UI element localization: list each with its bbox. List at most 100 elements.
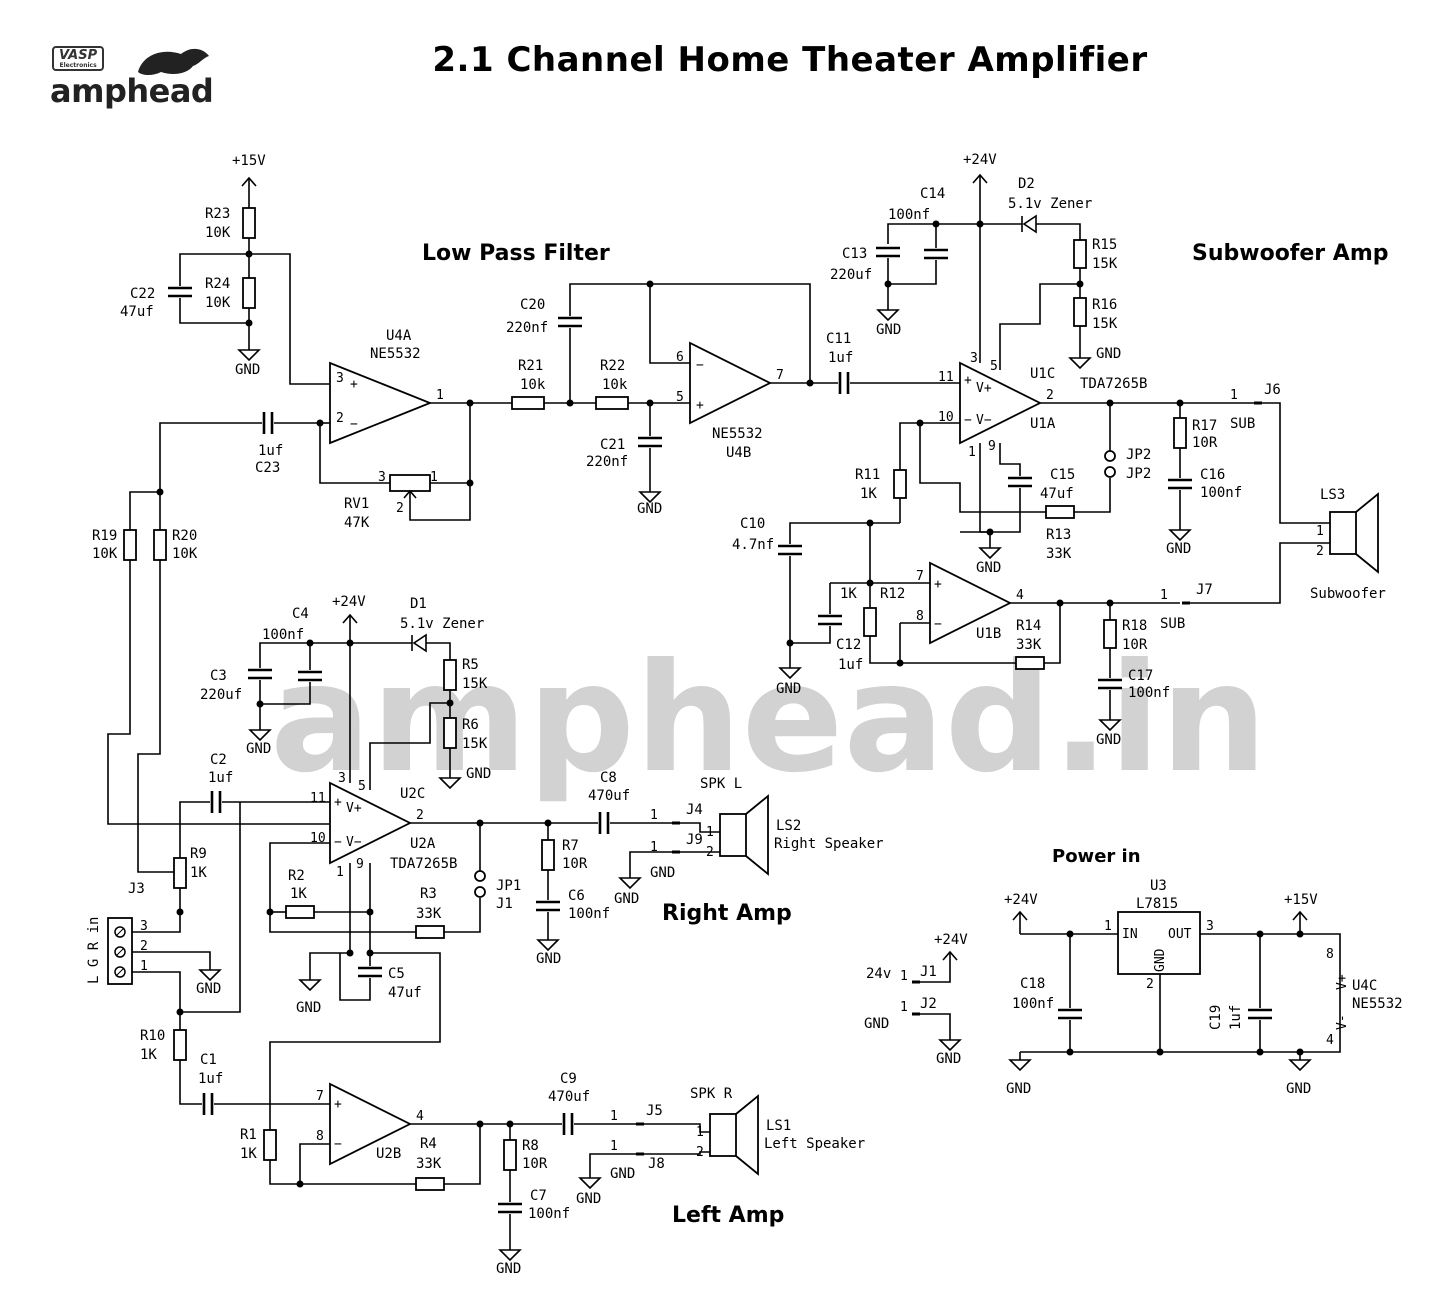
svg-text:L7815: L7815 [1136,896,1178,912]
svg-text:1K: 1K [290,886,307,902]
svg-text:+24V: +24V [934,932,968,948]
svg-text:NE5532: NE5532 [712,426,763,442]
jumper-jp2 [1104,466,1116,478]
svg-text:GND: GND [576,1191,601,1207]
svg-text:C14: C14 [920,186,945,202]
svg-text:5.1v Zener: 5.1v Zener [1008,196,1092,212]
svg-text:GND: GND [1153,948,1168,972]
resistor-r5 [443,659,457,691]
power-amp-u1a [959,361,1043,445]
svg-text:J5: J5 [646,1103,663,1119]
svg-text:J7: J7 [1196,582,1213,598]
rail-arrow-icon [241,177,257,201]
resistor-r7 [541,839,555,871]
svg-text:470uf: 470uf [588,788,630,804]
section-low-pass-filter: Low Pass Filter [422,241,610,266]
svg-text:U2A: U2A [410,836,436,852]
svg-text:C1: C1 [200,1052,217,1068]
svg-text:GND: GND [1166,541,1191,557]
svg-text:C22: C22 [130,286,155,302]
svg-text:GND: GND [976,560,1001,576]
svg-text:+: + [334,1097,342,1112]
svg-text:8: 8 [1326,947,1334,962]
svg-text:5: 5 [358,779,366,794]
svg-text:C15: C15 [1050,467,1075,483]
svg-text:100nf: 100nf [262,627,304,643]
svg-text:1: 1 [968,445,976,460]
svg-text:IN: IN [1122,927,1138,942]
svg-text:+24V: +24V [963,152,997,168]
svg-text:R17: R17 [1192,418,1217,434]
svg-text:7: 7 [916,569,924,584]
svg-text:U4A: U4A [386,328,412,344]
svg-text:JP2: JP2 [1126,447,1151,463]
svg-text:−: − [334,835,342,850]
svg-text:47uf: 47uf [388,985,422,1001]
svg-text:1: 1 [436,388,444,403]
svg-text:R23: R23 [205,206,230,222]
svg-text:10k: 10k [602,377,628,393]
svg-text:+: + [696,398,704,413]
svg-text:1uf: 1uf [1228,1005,1244,1030]
zener-diode-d2 [1022,214,1037,234]
svg-text:8: 8 [316,1129,324,1144]
potentiometer-rv1 [389,474,431,492]
resistor-r13 [1045,505,1075,519]
svg-text:7: 7 [316,1089,324,1104]
svg-text:10R: 10R [1122,637,1148,653]
svg-text:220uf: 220uf [200,687,242,703]
svg-text:Subwoofer: Subwoofer [1310,586,1386,602]
input-connector-j3: J3 321 L G R in GND [86,802,241,1030]
svg-text:33K: 33K [416,906,442,922]
svg-text:+24V: +24V [1004,892,1038,908]
svg-text:33K: 33K [1046,546,1072,562]
section-subwoofer-amp: Subwoofer Amp [1192,241,1389,266]
svg-text:R11: R11 [855,467,880,483]
svg-text:5: 5 [990,359,998,374]
svg-text:J4: J4 [686,802,703,818]
svg-text:C11: C11 [826,331,851,347]
svg-text:R3: R3 [420,886,437,902]
svg-text:RV1: RV1 [344,496,369,512]
svg-text:4.7nf: 4.7nf [732,537,774,553]
resistor-r17 [1173,417,1187,449]
svg-text:9: 9 [356,857,364,872]
svg-text:220nf: 220nf [586,454,628,470]
svg-text:GND: GND [650,865,675,881]
jumper-jp1 [474,886,486,898]
svg-text:C9: C9 [560,1071,577,1087]
power-amp-u2a [329,781,413,865]
svg-text:1: 1 [1316,524,1324,539]
logo-animal-icon [138,48,209,75]
svg-text:R21: R21 [518,358,543,374]
svg-text:GND: GND [637,501,662,517]
svg-text:C19: C19 [1208,1005,1224,1030]
svg-text:220nf: 220nf [506,320,548,336]
resistor-r21 [511,396,545,410]
svg-text:JP2: JP2 [1126,466,1151,482]
svg-text:10R: 10R [1192,435,1218,451]
resistor-r19 [123,529,137,561]
svg-text:−: − [696,358,704,373]
svg-text:10K: 10K [92,546,118,562]
input-divider-block: R19 10K R20 10K [92,488,330,873]
svg-text:15K: 15K [1092,316,1118,332]
svg-text:−: − [934,617,942,632]
svg-text:24v: 24v [866,966,891,982]
svg-text:GND: GND [1286,1081,1311,1097]
svg-text:1: 1 [650,808,658,823]
svg-text:LS2: LS2 [776,818,801,834]
svg-text:1: 1 [706,825,714,840]
svg-text:2: 2 [1146,977,1154,992]
svg-text:3: 3 [338,771,346,786]
svg-text:2: 2 [416,808,424,823]
speaker-ls3 [1329,511,1357,555]
svg-text:J3: J3 [128,881,145,897]
svg-text:TDA7265B: TDA7265B [1080,376,1147,392]
svg-text:+15V: +15V [1284,892,1318,908]
resistor-r18 [1103,619,1117,649]
svg-text:NE5532: NE5532 [1352,996,1403,1012]
